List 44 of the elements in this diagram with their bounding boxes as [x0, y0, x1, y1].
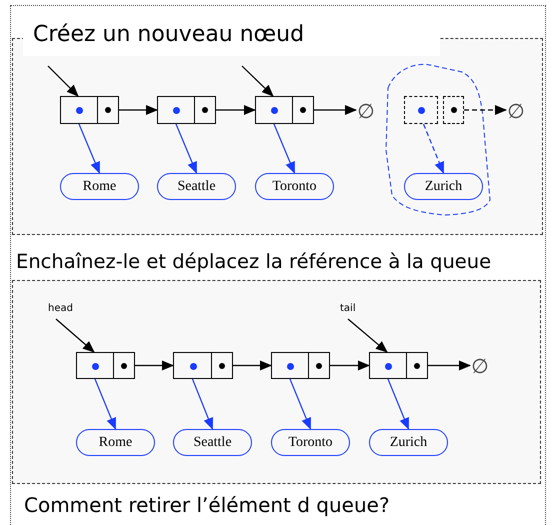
arrow	[94, 378, 116, 430]
arrow	[135, 360, 174, 370]
heading: Comment retirer l’élément d queue?	[23, 492, 391, 519]
heading: Enchaînez-le et déplacez la référence à la queue	[15, 248, 492, 274]
arrow	[348, 318, 388, 353]
arrow	[464, 105, 507, 115]
list-node	[60, 96, 119, 124]
value-box: Seattle	[173, 429, 252, 456]
arrow	[56, 318, 95, 353]
arrow	[119, 105, 158, 115]
arrow	[273, 124, 296, 174]
null-symbol: ∅	[470, 355, 490, 377]
arrow	[78, 124, 100, 174]
arrow	[422, 124, 444, 174]
arrow	[242, 66, 274, 97]
arrow	[48, 66, 79, 97]
value-box: Zurich	[404, 173, 483, 200]
list-node	[76, 352, 135, 379]
arrow	[289, 378, 312, 430]
arrow	[175, 124, 198, 174]
pointer-label: tail	[340, 303, 364, 317]
value-box: Zurich	[369, 429, 448, 456]
list-node	[255, 96, 314, 124]
list-node	[157, 96, 216, 124]
arrow	[192, 378, 214, 430]
arrow	[233, 360, 272, 370]
arrow	[387, 378, 410, 430]
value-box: Toronto	[271, 429, 350, 456]
value-box: Toronto	[255, 173, 334, 200]
null-symbol: ∅	[506, 100, 526, 122]
value-box: Rome	[60, 173, 139, 200]
list-node	[271, 352, 330, 379]
list-node	[173, 352, 233, 379]
arrow	[216, 105, 256, 115]
list-node	[369, 352, 428, 379]
arrow	[428, 360, 471, 370]
null-symbol: ∅	[356, 100, 376, 122]
list-node	[404, 96, 464, 124]
value-box: Seattle	[157, 173, 236, 200]
arrow	[314, 105, 357, 115]
value-box: Rome	[76, 429, 155, 456]
panel-background	[12, 280, 541, 484]
pointer-label: head	[48, 303, 82, 317]
arrow	[330, 360, 370, 370]
